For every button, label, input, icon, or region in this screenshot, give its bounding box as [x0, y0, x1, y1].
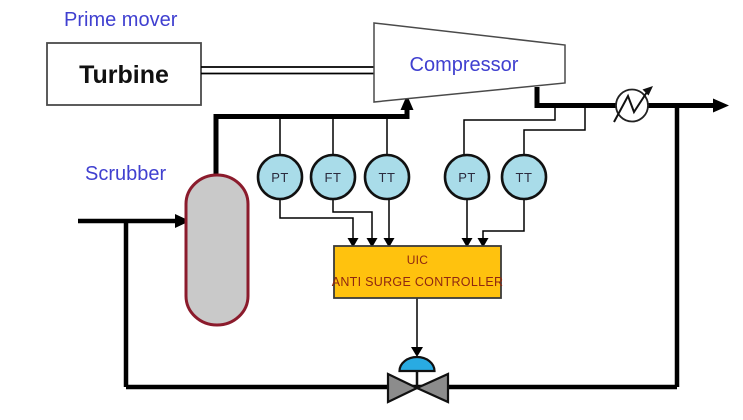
instrument-pt-suction: PT [256, 153, 304, 201]
valve-actuator-arrow [411, 347, 423, 357]
signal-arrow [366, 238, 378, 248]
turbine-box: Turbine [46, 42, 202, 106]
shaft-line [201, 66, 374, 75]
discharge-arrow [713, 98, 729, 113]
instrument-tag: PT [271, 170, 289, 185]
signal-arrow [347, 238, 359, 248]
controller-input-arrows [347, 238, 489, 248]
signal-lines [279, 105, 586, 348]
compressor-label: Compressor [410, 54, 519, 76]
inlet-arrow [175, 214, 190, 228]
prime-mover-label: Prime mover [64, 9, 178, 31]
cooler-icon [613, 86, 653, 123]
turbine-label: Turbine [79, 61, 169, 89]
signal-arrow [383, 238, 395, 248]
controller-tag: UIC [407, 253, 429, 267]
anti-surge-valve [386, 347, 450, 404]
tt-discharge-signal [482, 199, 525, 239]
anti-surge-controller: UIC ANTI SURGE CONTROLLER [332, 245, 504, 299]
instrument-tag: TT [379, 170, 396, 185]
instrument-pt-discharge: PT [443, 153, 491, 201]
signal-arrow [461, 238, 473, 248]
discharge-line [534, 87, 714, 108]
instrument-tt-discharge: TT [500, 153, 548, 201]
suction-arrow [400, 95, 414, 110]
ft-suction-signal [332, 199, 373, 239]
tt-discharge-tap [523, 105, 586, 155]
instruments: PT FT TT PT TT [256, 153, 548, 201]
scrubber-label: Scrubber [85, 163, 166, 185]
instrument-tag: TT [516, 170, 533, 185]
valve-body-left [386, 372, 420, 404]
pt-suction-signal [279, 199, 354, 239]
valve-body-right [414, 372, 450, 404]
controller-name: ANTI SURGE CONTROLLER [332, 275, 504, 289]
pt-discharge-tap [463, 105, 556, 155]
instrument-tag: PT [458, 170, 476, 185]
signal-arrow [477, 238, 489, 248]
instrument-tag: FT [325, 170, 342, 185]
compressor-shape: Compressor [373, 22, 566, 103]
instrument-tt-suction: TT [363, 153, 411, 201]
scrubber-vessel [184, 173, 250, 327]
instrument-ft-suction: FT [309, 153, 357, 201]
process-lines [78, 87, 729, 390]
valve-actuator-dome [398, 355, 436, 373]
